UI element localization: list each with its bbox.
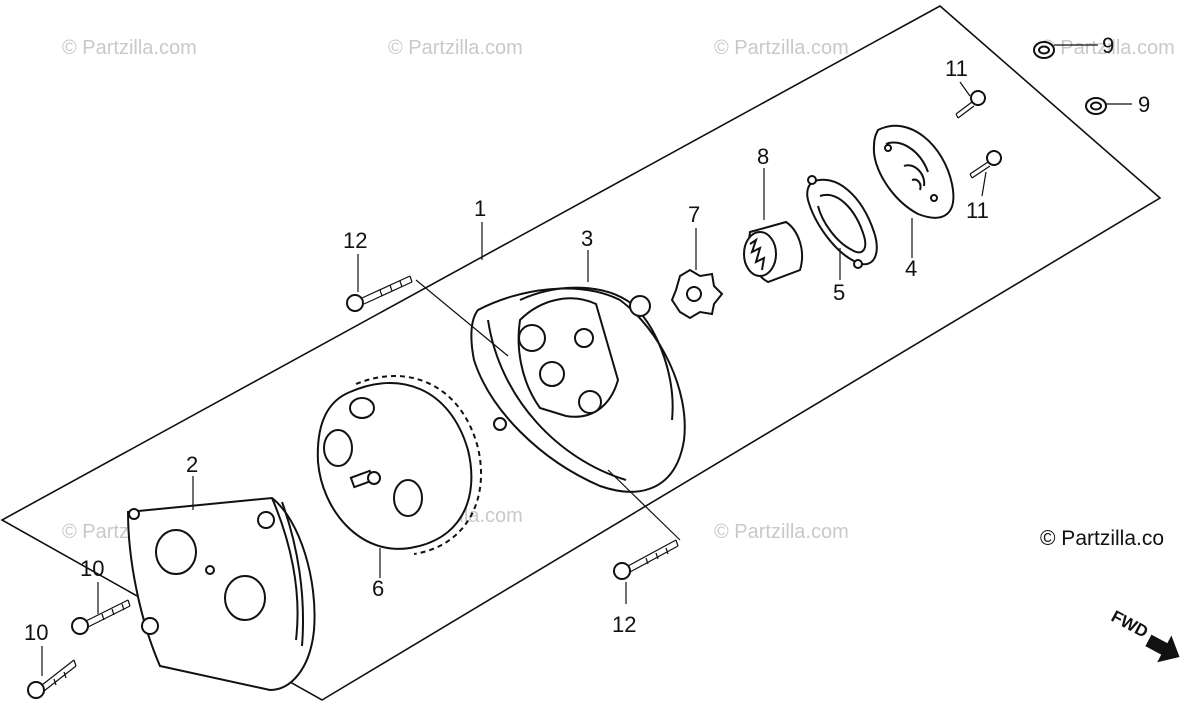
watermark-7: © Partzilla.com xyxy=(714,521,849,543)
callout-8: 8 xyxy=(757,144,769,169)
watermark-1: © Partzilla.com xyxy=(62,37,197,59)
watermark-4: © Partzilla.com xyxy=(1040,37,1175,59)
sprocket-window-1 xyxy=(323,429,353,467)
fwd-arrow: FWD xyxy=(1108,607,1180,663)
callout-4: 4 xyxy=(905,256,917,281)
callout-9a: 9 xyxy=(1102,33,1114,58)
pump-port-2 xyxy=(539,361,565,387)
sprocket-window-3 xyxy=(349,397,375,419)
part-9-o-ring-upper xyxy=(1033,41,1055,59)
watermark-2: © Partzilla.com xyxy=(388,37,523,59)
part-2-cover xyxy=(126,496,316,692)
part-10-bolt-lower xyxy=(27,659,77,699)
callout-1: 1 xyxy=(474,196,486,221)
fwd-label: FWD xyxy=(1108,607,1151,642)
sprocket-window-2 xyxy=(393,479,423,517)
part-6-sprocket xyxy=(316,375,483,555)
part-7-inner-rotor xyxy=(670,268,724,320)
callout-2: 2 xyxy=(186,452,198,477)
cover-hole-lower xyxy=(224,575,266,621)
pump-port-1 xyxy=(518,324,546,352)
callout-3: 3 xyxy=(581,226,593,251)
copyright-text: © Partzilla.co xyxy=(1040,527,1164,550)
callout-7: 7 xyxy=(688,202,700,227)
callout-10b: 10 xyxy=(24,620,48,645)
part-12-bolt-lower xyxy=(613,539,679,580)
part-8-outer-rotor xyxy=(743,220,804,284)
callout-12a: 12 xyxy=(343,228,367,253)
cover-hole-upper xyxy=(155,529,197,575)
part-3-pump-body xyxy=(470,286,686,493)
part-10-bolt-upper xyxy=(71,599,131,635)
part-9-o-ring-lower xyxy=(1085,97,1107,115)
callout-12b: 12 xyxy=(612,612,636,637)
callout-6: 6 xyxy=(372,576,384,601)
callout-10a: 10 xyxy=(80,556,104,581)
part-11-screw-lower xyxy=(969,150,1002,179)
part-12-bolt-upper xyxy=(346,275,413,312)
pump-port-3 xyxy=(578,390,602,414)
part-11-screw-upper xyxy=(955,90,986,119)
leader-lines xyxy=(41,44,1132,676)
callout-11b: 11 xyxy=(966,198,989,223)
callout-11a: 11 xyxy=(945,56,968,81)
watermark-3: © Partzilla.com xyxy=(714,37,849,59)
callout-9b: 9 xyxy=(1138,92,1150,117)
part-4-cover-plate xyxy=(872,124,955,219)
callout-5: 5 xyxy=(833,280,845,305)
part-5-gasket xyxy=(806,175,878,269)
assembly-outline xyxy=(0,5,1162,701)
callouts: 1 2 3 4 5 6 7 8 9 9 10 10 11 11 12 12 xyxy=(24,33,1150,645)
